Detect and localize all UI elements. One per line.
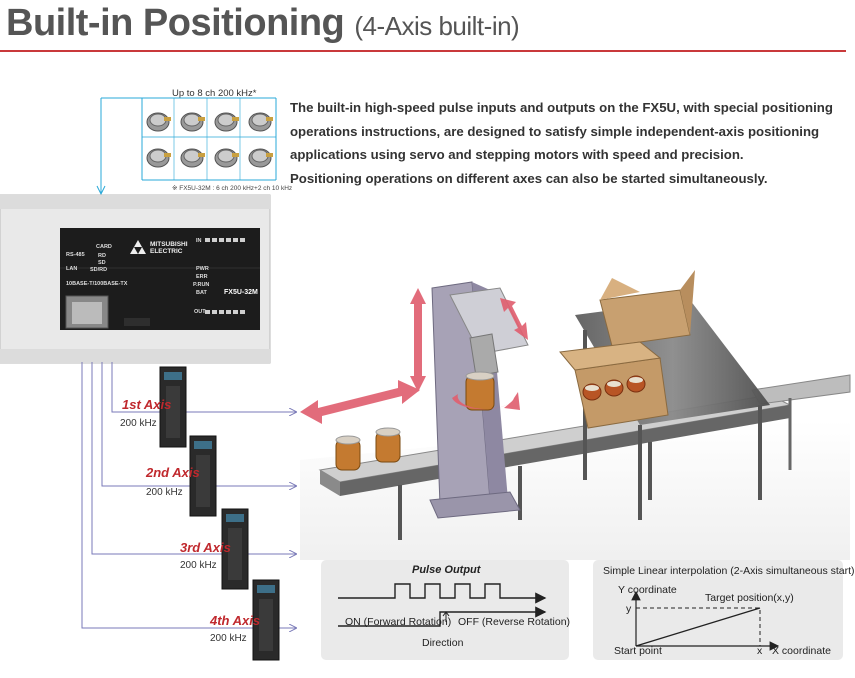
start-point-label: Start point xyxy=(614,645,662,657)
plc-label-rd: RD xyxy=(98,253,106,259)
encoder-title: Up to 8 ch 200 kHz* xyxy=(172,88,257,99)
title-rule xyxy=(0,50,846,52)
plc-label-out: OUT xyxy=(194,309,206,315)
y-axis-label: Y coordinate xyxy=(618,584,677,596)
encoder-wiring xyxy=(96,97,277,196)
axis-4-speed: 200 kHz xyxy=(210,633,247,644)
interpolation-path xyxy=(635,607,761,647)
axis-wiring xyxy=(81,362,296,628)
plc-brand-bottom: ELECTRIC xyxy=(150,248,183,255)
encoder-icon xyxy=(180,148,205,168)
plc-label-bat: BAT xyxy=(196,290,207,296)
title-main: Built-in Positioning xyxy=(6,2,345,44)
encoder-footnote: ※ FX5U-32M : 6 ch 200 kHz+2 ch 10 kHz xyxy=(172,185,293,192)
description: The built-in high-speed pulse inputs and… xyxy=(290,96,842,190)
machine-scene xyxy=(300,270,851,560)
plc-label-in: IN xyxy=(196,238,202,244)
encoder-icon xyxy=(180,112,205,132)
page-title: Built-in Positioning (4-Axis built-in) xyxy=(6,2,520,45)
target-position-label: Target position(x,y) xyxy=(705,592,794,604)
plc-brand: MITSUBISHI ELECTRIC xyxy=(150,241,188,255)
plc-label-sdrd: SD/RD xyxy=(90,267,108,273)
pulse-direction-label: Direction xyxy=(422,637,464,649)
description-line: Positioning operations on different axes… xyxy=(290,170,768,186)
plc-label-card: CARD xyxy=(96,244,112,250)
jar-cluster xyxy=(582,375,646,401)
pulse-output-diagram xyxy=(338,583,547,627)
axis-3-speed: 200 kHz xyxy=(180,560,217,571)
encoder-icon xyxy=(214,112,239,132)
servo-amplifier-4 xyxy=(252,579,280,661)
plc-unit xyxy=(0,194,271,364)
x-axis-label: X coordinate xyxy=(772,645,831,657)
interpolation-plot xyxy=(631,590,780,651)
description-line: The built-in high-speed pulse inputs and… xyxy=(290,100,833,115)
axis-2-label: 2nd Axis xyxy=(146,465,200,480)
encoder-grid xyxy=(146,112,273,168)
plc-label-pwr: PWR xyxy=(196,266,209,272)
description-line: applications using servo and stepping mo… xyxy=(290,147,744,162)
axis-4-label: 4th Axis xyxy=(210,613,261,628)
pulse-on-label: ON (Forward Rotation) xyxy=(345,616,452,628)
axis-1-speed: 200 kHz xyxy=(120,418,157,429)
plc-label-err: ERR xyxy=(196,274,208,280)
servo-amplifier-3 xyxy=(221,508,249,590)
encoder-icon xyxy=(214,148,239,168)
axis-3-label: 3rd Axis xyxy=(180,540,231,555)
plc-model: FX5U-32M xyxy=(224,289,258,296)
interpolation-title: Simple Linear interpolation (2-Axis simu… xyxy=(603,565,855,577)
plc-label-rs485: RS-485 xyxy=(66,252,85,258)
motion-arrows xyxy=(300,288,528,424)
description-line: operations instructions, are designed to… xyxy=(290,123,820,139)
x-mark: x xyxy=(757,645,763,657)
title-subtitle: (4-Axis built-in) xyxy=(354,11,520,41)
servo-amplifier-1 xyxy=(159,366,187,448)
encoder-icon xyxy=(248,112,273,132)
y-mark: y xyxy=(626,603,632,615)
axis-1-label: 1st Axis xyxy=(122,397,172,412)
plc-label-ethernet: 10BASE-T/100BASE-TX xyxy=(66,281,128,287)
plc-label-prun: P.RUN xyxy=(193,282,210,288)
axis-2-speed: 200 kHz xyxy=(146,487,183,498)
encoder-icon xyxy=(248,148,273,168)
pulse-off-label: OFF (Reverse Rotation) xyxy=(458,616,571,628)
plc-label-lan: LAN xyxy=(66,266,78,272)
encoder-icon xyxy=(146,148,171,168)
conveyor-jars xyxy=(335,427,401,471)
servo-amplifier-2 xyxy=(189,435,217,517)
encoder-icon xyxy=(146,112,171,132)
plc-label-sd: SD xyxy=(98,260,106,266)
plc-brand-top: MITSUBISHI xyxy=(150,241,188,248)
pulse-output-title: Pulse Output xyxy=(412,564,481,576)
pulse-train xyxy=(338,583,547,627)
